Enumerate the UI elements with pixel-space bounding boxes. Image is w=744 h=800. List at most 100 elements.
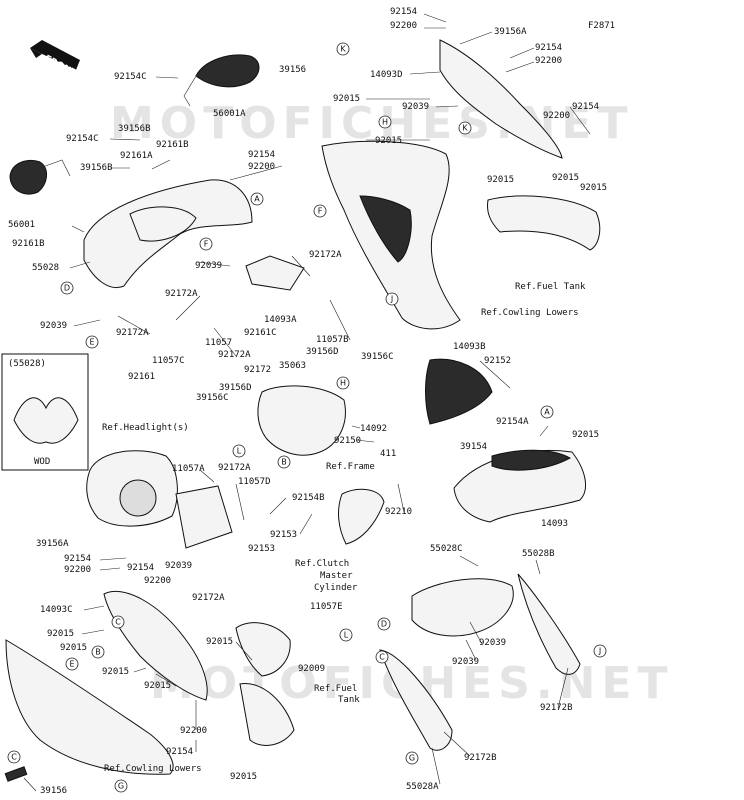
clutch-bracket	[338, 488, 385, 545]
part-label: 14093A	[264, 315, 297, 325]
part-label: 92039	[195, 261, 222, 271]
part-label: 55028	[32, 263, 59, 273]
callout-circle: C	[7, 750, 21, 764]
callout-letter: K	[340, 45, 346, 54]
side-piece-55028B	[517, 573, 581, 675]
upper-cowling-55028	[83, 179, 253, 288]
part-label: 92153	[248, 544, 275, 554]
callout-circle: B	[91, 645, 105, 659]
part-label: 92154	[248, 150, 275, 160]
callout-letter: C	[11, 753, 17, 762]
part-label: 92015	[230, 772, 257, 782]
part-label: 92039	[40, 321, 67, 331]
part-label: 92172B	[540, 703, 573, 713]
callout-letter: C	[115, 618, 121, 627]
part-label: 92161C	[244, 328, 277, 338]
inner-panel-14093A	[245, 255, 305, 291]
part-label: 92172A	[116, 328, 149, 338]
callout-circle: L	[339, 628, 353, 642]
figure-id: F2871	[588, 21, 615, 31]
callout-circle: E	[85, 335, 99, 349]
part-label: 11057D	[238, 477, 271, 487]
lower-piece-55028A	[379, 649, 453, 751]
callout-letter: G	[409, 754, 415, 763]
part-label: 92161B	[156, 140, 189, 150]
callout-circle: C	[375, 650, 389, 664]
callout-letter: L	[344, 631, 349, 640]
inset-title: (55028)	[8, 359, 46, 369]
callout-circle: G	[114, 779, 128, 793]
part-label: 14093	[541, 519, 568, 529]
inset-box: (55028) WOD	[1, 353, 89, 471]
part-label: 92015	[144, 681, 171, 691]
part-label: 92154C	[66, 134, 99, 144]
callout-circle: J	[593, 644, 607, 658]
side-fairing-left	[5, 639, 174, 775]
part-label: 39156D	[219, 383, 252, 393]
part-label: 92015	[552, 173, 579, 183]
inset-caption: WOD	[34, 457, 50, 467]
emblem-39156	[4, 766, 28, 782]
mirror-left-56001	[9, 159, 71, 195]
ref-frame: Ref.Frame	[326, 462, 375, 472]
callout-circle: L	[232, 444, 246, 458]
callout-letter: C	[379, 653, 385, 662]
part-label: 14093B	[453, 342, 486, 352]
callout-letter: K	[462, 124, 468, 133]
part-label: 92153	[270, 530, 297, 540]
fuel-tank-side-panel	[487, 195, 601, 251]
callout-circle: G	[405, 751, 419, 765]
upper-side-panel-14093D	[439, 39, 563, 159]
part-label: 92200	[390, 21, 417, 31]
part-label: 39156B	[80, 163, 113, 173]
part-label: 39156	[40, 786, 67, 796]
part-label: 11057	[205, 338, 232, 348]
part-label: 92015	[487, 175, 514, 185]
ref-fuel-tank-2b: Tank	[338, 695, 360, 705]
part-label: 39156D	[306, 347, 339, 357]
ref-headlight: Ref.Headlight(s)	[102, 423, 189, 433]
part-label: 55028A	[406, 782, 439, 792]
part-label: 39156B	[118, 124, 151, 134]
part-label: 92200	[64, 565, 91, 575]
part-label: 55028C	[430, 544, 463, 554]
inner-panel-55028C	[411, 578, 514, 637]
part-label: 92015	[102, 667, 129, 677]
part-label: 92039	[479, 638, 506, 648]
part-label: 11057E	[310, 602, 343, 612]
callout-letter: D	[381, 620, 387, 629]
ref-clutch-1: Ref.Clutch	[295, 559, 349, 569]
callout-letter: A	[544, 408, 550, 417]
part-label: 92200	[535, 56, 562, 66]
callout-circle: F	[313, 204, 327, 218]
part-label: 92039	[165, 561, 192, 571]
front-arrow-icon: FRONT	[30, 40, 80, 79]
part-label: 92172A	[192, 593, 225, 603]
part-label: 11057B	[316, 335, 349, 345]
part-label: 92039	[452, 657, 479, 667]
callout-letter: F	[204, 240, 209, 249]
callout-circle: B	[277, 455, 291, 469]
callout-circle: D	[60, 281, 74, 295]
part-label: 56001	[8, 220, 35, 230]
ref-fuel-tank-2a: Ref.Fuel	[314, 684, 357, 694]
ref-clutch-2: Master	[320, 571, 353, 581]
callout-letter: D	[64, 284, 70, 293]
callout-letter: L	[237, 447, 242, 456]
callout-letter: J	[390, 295, 393, 304]
part-label: 39156A	[36, 539, 69, 549]
part-label: 92172A	[165, 289, 198, 299]
part-label: 92161A	[120, 151, 153, 161]
part-label: 39154	[460, 442, 487, 452]
mirror-right-56001A	[183, 54, 260, 107]
part-label: 92154	[64, 554, 91, 564]
fuel-tank-cover-left	[235, 622, 295, 746]
duct-11057A	[175, 485, 233, 549]
ref-cowling-lowers-1: Ref.Cowling Lowers	[481, 308, 579, 318]
part-label: 92154	[535, 43, 562, 53]
part-label: 92161B	[12, 239, 45, 249]
part-label: 92015	[206, 637, 233, 647]
part-label: 92200	[543, 111, 570, 121]
part-label: 92015	[47, 629, 74, 639]
part-label: 11057C	[152, 356, 185, 366]
